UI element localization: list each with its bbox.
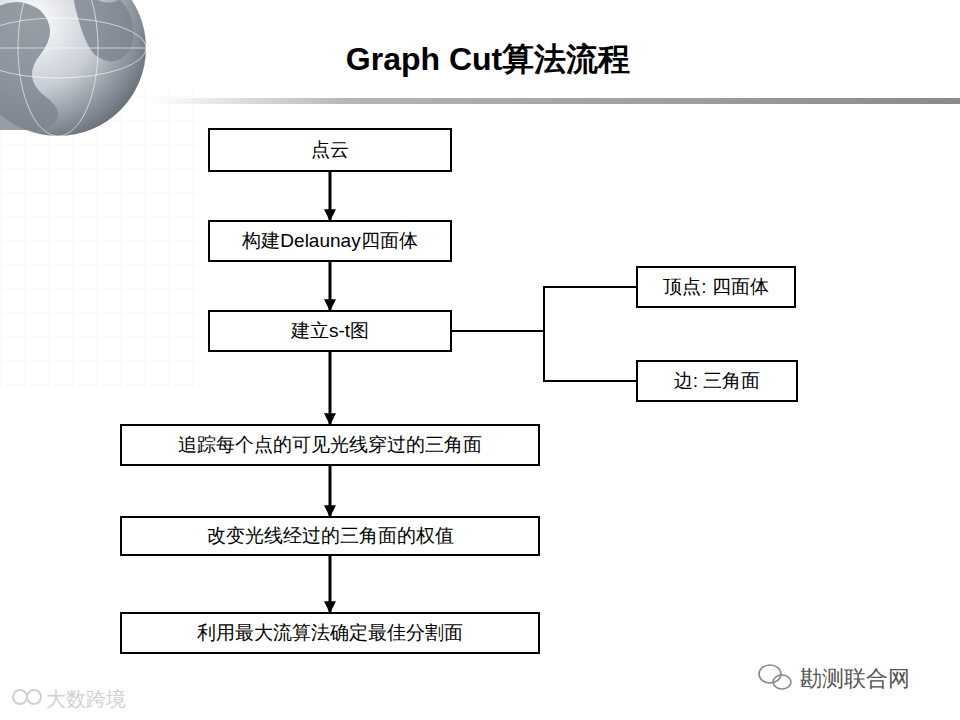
process-box: 点云: [208, 128, 452, 172]
watermark-text: 勘测联合网: [800, 664, 910, 694]
box-text: 点云: [303, 137, 357, 163]
watermark-logo: [13, 690, 41, 704]
flow-connector: [329, 352, 332, 424]
globe: [0, 0, 146, 136]
flow-connector: [329, 172, 332, 220]
wechat-icon: [759, 665, 791, 689]
process-box: 改变光线经过的三角面的权值: [120, 516, 540, 556]
flow-connector: [452, 331, 636, 381]
box-text: 建立s-t图: [283, 318, 377, 344]
box-text: 改变光线经过的三角面的权值: [199, 523, 462, 549]
watermark-text: 大数跨境: [46, 686, 126, 713]
process-box: 边: 三角面: [636, 360, 798, 402]
flow-connector: [452, 287, 636, 331]
flow-connector: [329, 466, 332, 516]
process-box: 追踪每个点的可见光线穿过的三角面: [120, 424, 540, 466]
flow-connector: [329, 262, 332, 310]
box-text: 构建Delaunay四面体: [234, 228, 425, 254]
box-text: 顶点: 四面体: [655, 274, 777, 300]
process-box: 构建Delaunay四面体: [208, 220, 452, 262]
box-text: 追踪每个点的可见光线穿过的三角面: [170, 432, 490, 458]
process-box: 顶点: 四面体: [636, 266, 796, 308]
process-box: 建立s-t图: [208, 310, 452, 352]
flow-connector: [329, 556, 332, 612]
box-text: 边: 三角面: [666, 368, 769, 394]
box-text: 利用最大流算法确定最佳分割面: [189, 620, 471, 646]
process-box: 利用最大流算法确定最佳分割面: [120, 612, 540, 654]
title-rule: [150, 98, 960, 104]
slide-title: Graph Cut算法流程: [0, 38, 960, 82]
